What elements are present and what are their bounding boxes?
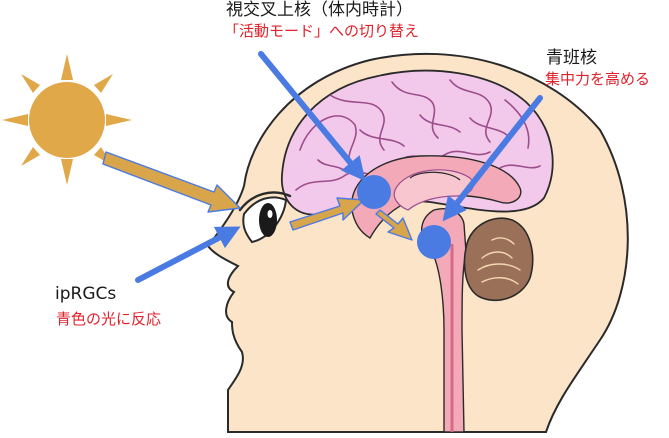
scn-marker — [357, 175, 391, 209]
light-path-arrows — [102, 151, 413, 241]
pointer-arrows — [135, 51, 543, 283]
lc-pointer-arrow — [442, 95, 543, 222]
sun-to-eye-arrow — [102, 151, 241, 213]
lc-title-label: 青班核 — [546, 48, 597, 68]
eye-icon — [238, 191, 292, 244]
scn-title-label: 視交叉上核（体内時計） — [226, 0, 413, 20]
eye-to-scn-arrow — [289, 197, 365, 231]
sun-icon — [2, 54, 132, 185]
lc-note-label: 集中力を高める — [545, 70, 651, 88]
cerebellum — [463, 217, 534, 302]
iprgc-pointer-arrow — [135, 226, 241, 283]
scn-pointer-arrow — [258, 51, 366, 182]
iprgc-title-label: ipRGCs — [55, 284, 117, 304]
scn-note-label: 「活動モード」への切り替え — [224, 22, 420, 40]
lc-marker — [417, 225, 451, 259]
iprgc-note-label: 青色の光に反応 — [56, 310, 162, 328]
scn-to-lc-arrow — [375, 209, 413, 241]
